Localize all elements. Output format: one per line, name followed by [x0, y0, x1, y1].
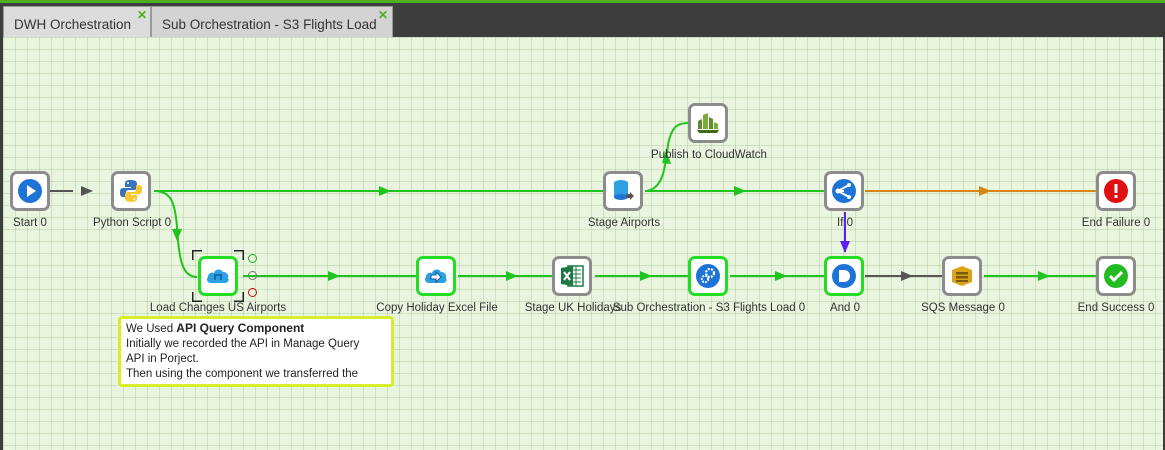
excel-icon [561, 265, 584, 287]
note-prefix: We Used [126, 323, 177, 335]
arrow-sqs-success [1038, 271, 1050, 281]
sqs-icon [952, 266, 972, 286]
node-start[interactable] [10, 171, 50, 211]
arrow-if-failure [979, 186, 991, 196]
node-python-script[interactable] [111, 171, 151, 211]
play-icon [18, 179, 42, 203]
node-stage-uk-holidays[interactable] [552, 256, 592, 296]
node-stage-airports[interactable] [603, 171, 643, 211]
cloud-copy-icon [425, 269, 447, 284]
node-sqs-message[interactable] [942, 256, 982, 296]
note-annotation[interactable]: We Used API Query Component Initially we… [118, 316, 394, 387]
node-if[interactable] [824, 171, 864, 211]
connector-layer [50, 122, 1097, 281]
label-end-failure: End Failure 0 [1081, 217, 1151, 229]
and-icon [832, 264, 856, 288]
node-sub-orchestration[interactable] [688, 256, 728, 296]
arrow-if-and [840, 241, 850, 253]
success-port[interactable] [248, 254, 257, 263]
label-stage-airports: Stage Airports [587, 217, 661, 229]
branch-icon [832, 179, 856, 203]
note-line-1: We Used API Query Component [126, 321, 386, 337]
label-load-changes: Load Changes US Airports [149, 302, 287, 314]
database-icon [614, 180, 634, 200]
arrow-and-sqs [901, 271, 913, 281]
label-copy-holiday: Copy Holiday Excel File [376, 302, 498, 314]
tab-dwh-orchestration[interactable]: DWH Orchestration ✕ [3, 6, 151, 40]
tab-sub-orchestration[interactable]: Sub Orchestration - S3 Flights Load ✕ [151, 6, 393, 40]
arrow-stage-uk-sub [640, 271, 652, 281]
gears-icon [696, 264, 720, 288]
label-and: And 0 [829, 302, 861, 314]
arrow-python-load-changes [172, 229, 182, 241]
tab-label: Sub Orchestration - S3 Flights Load [162, 17, 377, 32]
check-icon [1104, 264, 1128, 288]
failure-port[interactable] [248, 288, 257, 297]
cloud-api-icon [207, 269, 229, 283]
arrow-stage-airports-cloudwatch [662, 150, 671, 164]
label-sub-orchestration: Sub Orchestration - S3 Flights Load 0 [612, 302, 806, 314]
label-stage-uk: Stage UK Holidays [524, 302, 622, 314]
arrow-python-stage-airports [379, 186, 391, 196]
close-icon[interactable]: ✕ [137, 8, 148, 22]
arrow-sub-and [775, 271, 787, 281]
node-end-success[interactable] [1096, 256, 1136, 296]
close-icon[interactable]: ✕ [378, 8, 389, 22]
arrow-load-copy [328, 271, 340, 281]
arrow-stage-airports-if [734, 186, 746, 196]
note-line-2: Initially we recorded the API in Manage … [126, 338, 360, 350]
arrow-copy-stage-uk [506, 271, 518, 281]
node-copy-holiday-excel[interactable] [416, 256, 456, 296]
exclamation-icon [1104, 179, 1128, 203]
label-publish-cloudwatch: Publish to CloudWatch [651, 149, 767, 161]
node-load-changes-us-airports[interactable] [198, 256, 238, 296]
node-publish-cloudwatch[interactable] [688, 103, 728, 143]
note-line-3: API in Porject. [126, 353, 199, 365]
label-sqs-message: SQS Message 0 [921, 302, 1005, 314]
note-bold: API Query Component [176, 321, 305, 335]
connector-stage-airports-cloudwatch [646, 122, 690, 192]
selection-handles [192, 250, 244, 302]
connector-python-load-changes [153, 190, 198, 278]
tab-bar: DWH Orchestration ✕ Sub Orchestration - … [0, 0, 1165, 40]
job-canvas[interactable]: Start 0 Python Script 0 Load Changes US … [3, 37, 1163, 450]
cloudwatch-icon [697, 113, 719, 133]
arrow-start-python [81, 186, 93, 196]
label-start: Start 0 [13, 217, 47, 229]
node-and[interactable] [824, 256, 864, 296]
note-line-4: Then using the component we transferred … [126, 368, 359, 380]
label-python-script: Python Script 0 [93, 217, 171, 229]
python-icon [120, 180, 142, 202]
label-end-success: End Success 0 [1077, 302, 1155, 314]
unconditional-port[interactable] [248, 271, 257, 280]
node-end-failure[interactable] [1096, 171, 1136, 211]
label-if: If 0 [837, 217, 853, 229]
tab-label: DWH Orchestration [14, 17, 132, 32]
